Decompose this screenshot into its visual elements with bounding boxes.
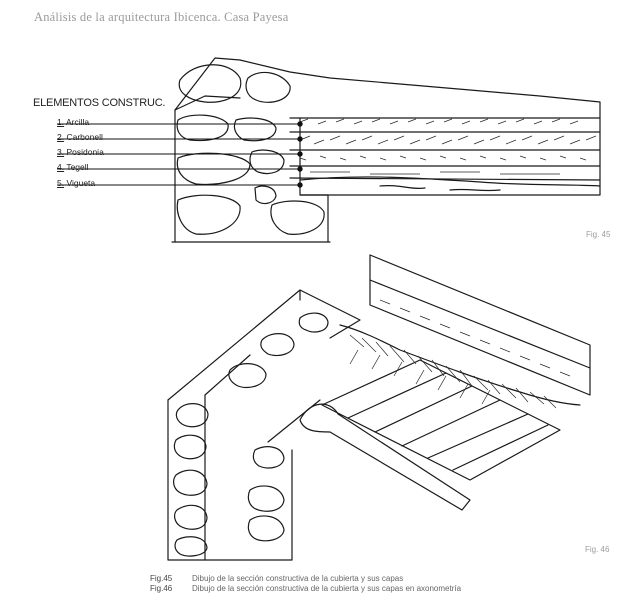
figure-captions: Fig.45 Dibujo de la sección constructiva…: [150, 574, 461, 594]
legend-item: 3. Posidonia: [57, 147, 104, 157]
legend-item-number: 1.: [57, 117, 65, 127]
legend-item: 2. Carbonell: [57, 132, 103, 142]
legend-item-label: Arcilla: [66, 117, 90, 127]
caption-text: Dibujo de la sección constructiva de la …: [192, 584, 462, 593]
fig46-label: Fig. 46: [585, 545, 610, 554]
caption-text: Dibujo de la sección constructiva de la …: [192, 574, 404, 583]
page-header-title: Análisis de la arquitectura Ibicenca. Ca…: [34, 10, 289, 24]
section-drawing: [171, 57, 601, 243]
legend-item-number: 4.: [57, 162, 65, 172]
legend-item-number: 5.: [57, 178, 65, 188]
caption-number: Fig.45: [150, 574, 173, 583]
legend-title: ELEMENTOS CONSTRUC.: [33, 97, 166, 109]
legend-item-label: Carbonell: [66, 132, 103, 142]
legend-item: 1. Arcilla: [57, 117, 89, 127]
caption-row: Fig.46 Dibujo de la sección constructiva…: [150, 584, 461, 594]
legend-item-label: Tegell: [66, 162, 89, 172]
legend-item: 5. Vigueta: [57, 178, 95, 188]
legend-item-number: 3.: [57, 147, 65, 157]
axonometric-drawing: [167, 254, 591, 561]
caption-number: Fig.46: [150, 584, 173, 593]
legend-item: 4. Tegell: [57, 162, 89, 172]
legend-item-label: Vigueta: [66, 178, 96, 188]
fig45-label: Fig. 45: [586, 230, 611, 239]
legend-item-number: 2.: [57, 132, 65, 142]
legend-item-label: Posidonia: [66, 147, 104, 157]
caption-row: Fig.45 Dibujo de la sección constructiva…: [150, 574, 461, 584]
